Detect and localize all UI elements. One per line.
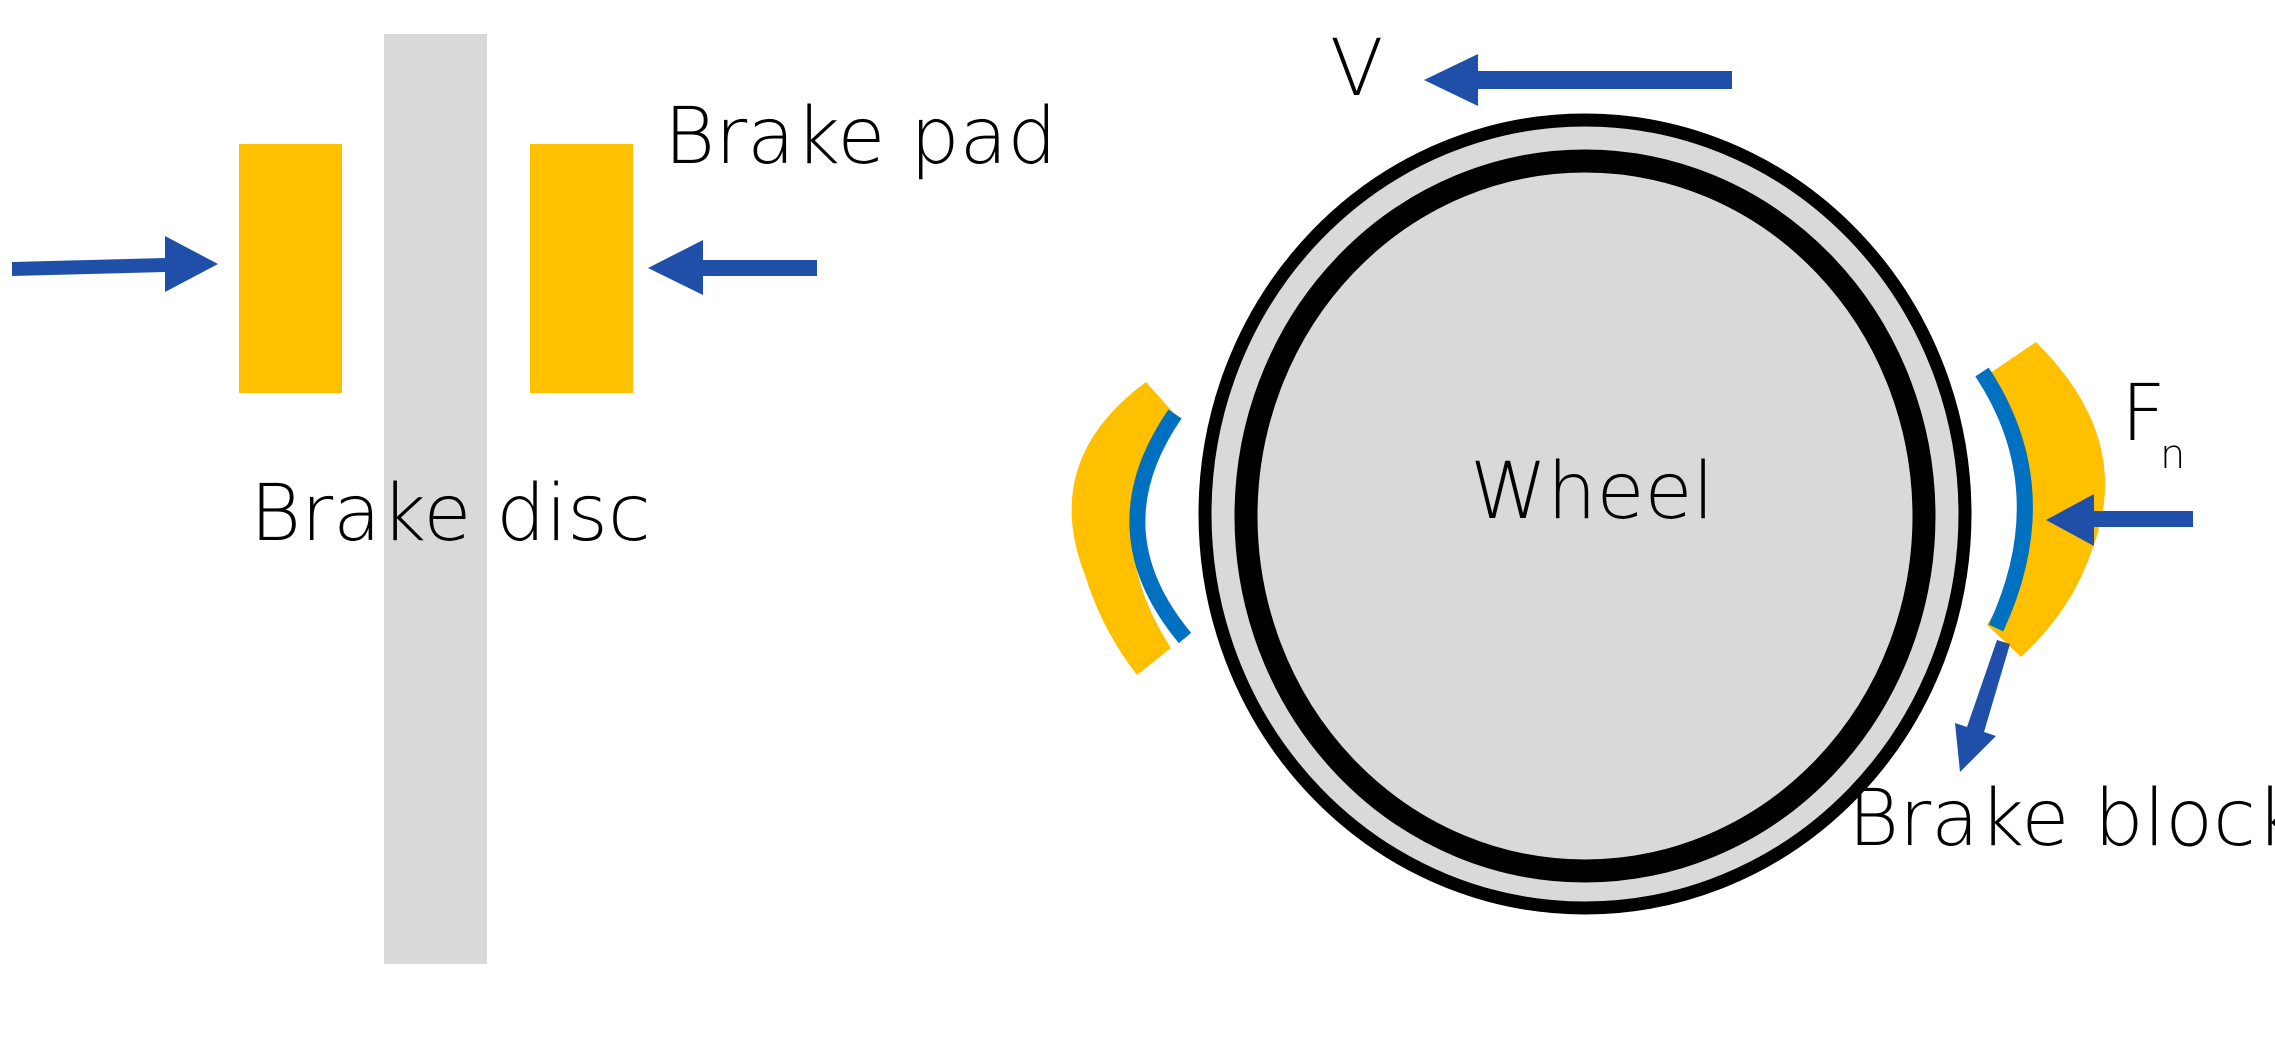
brake-block-left-lining (1129, 409, 1192, 644)
brake-block-right (1975, 342, 2106, 657)
brake-pad-right (530, 144, 633, 393)
tread-brake-assembly: Wheel V F n (1071, 24, 2275, 915)
brake-block-left-shoe (1071, 382, 1180, 675)
wheel (1198, 113, 1972, 915)
disc-brake-assembly: Brake pad Brake disc (12, 34, 1057, 964)
wheel-label: Wheel (1470, 447, 1714, 537)
brake-disc (384, 34, 487, 964)
clamp-force-arrow-left (12, 236, 218, 292)
brake-block-right-lining (1975, 367, 2033, 632)
velocity-label: V (1330, 24, 1383, 114)
brake-pad-label: Brake pad (664, 92, 1057, 182)
normal-force-arrow (2046, 494, 2193, 546)
brake-block-label: Brake block (1848, 774, 2275, 864)
normal-force-subscript: n (2160, 432, 2185, 478)
brake-pad-left (239, 144, 342, 393)
normal-force-label: F (2121, 369, 2166, 459)
clamp-force-arrow-right (648, 240, 817, 295)
brake-block-left (1071, 382, 1192, 675)
brake-disc-label: Brake disc (250, 469, 651, 559)
brake-block-pointer-arrow (1955, 640, 2010, 772)
wheel-inner-rim (1234, 149, 1936, 883)
velocity-arrow (1424, 54, 1732, 106)
